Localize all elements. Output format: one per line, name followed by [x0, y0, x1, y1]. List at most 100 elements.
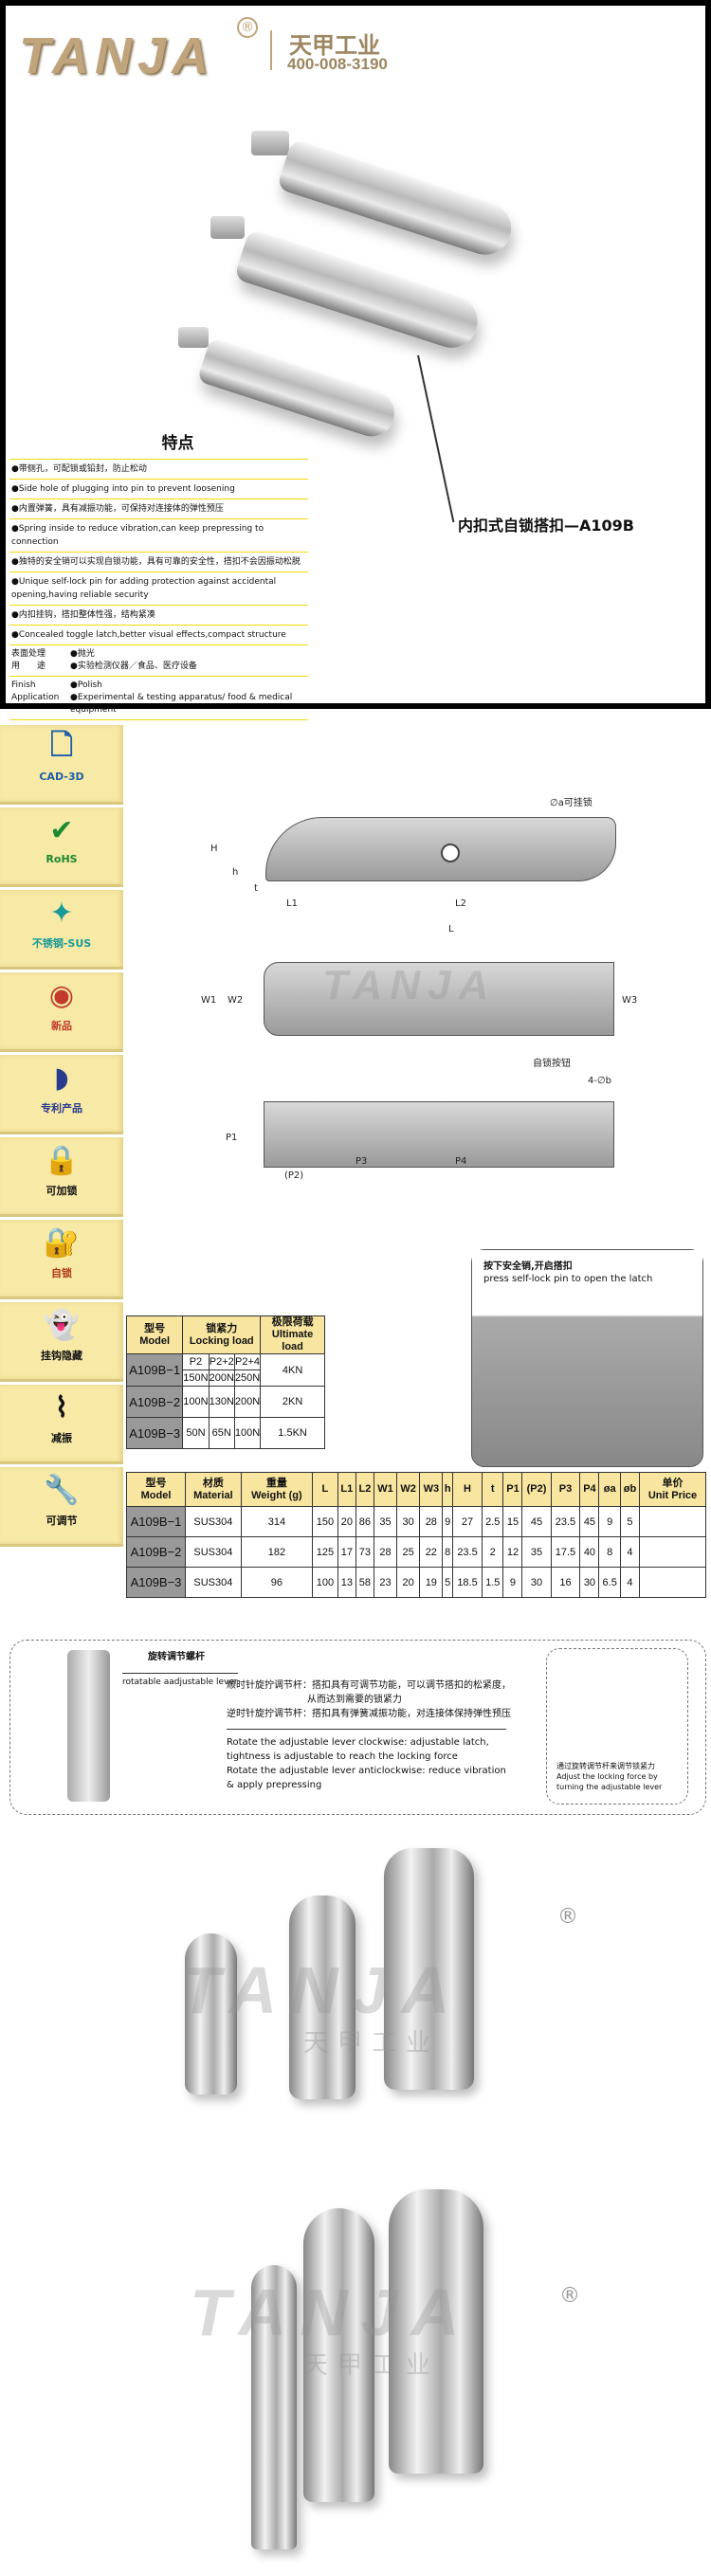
sidebar-item-label: 专利产品 — [41, 1102, 82, 1115]
watermark: TANJA — [180, 1953, 464, 2027]
self-lock-en: press self-lock pin to open the latch — [472, 1274, 702, 1284]
dim-P3: P3 — [356, 1156, 368, 1167]
dim-L: L — [448, 924, 454, 934]
spec-header: H — [452, 1472, 483, 1507]
brand-logo: TANJA — [19, 27, 215, 84]
sidebar-item-5[interactable]: 🔒可加锁 — [0, 1137, 123, 1217]
lever-label-en: rotatable aadjustable lever — [122, 1673, 238, 1687]
watermark-cn: 天甲工业 — [303, 2029, 441, 2058]
features-heading: 特点 — [161, 434, 194, 453]
sidebar-item-7[interactable]: 👻挂钩隐藏 — [0, 1302, 123, 1382]
spec-header: W2 — [396, 1472, 421, 1507]
sidebar-item-label: 新品 — [51, 1020, 72, 1032]
keeper-image — [251, 131, 289, 155]
finish-cn-label: 表面处理 — [11, 649, 46, 659]
watermark-cn: 天甲工业 — [303, 2351, 441, 2380]
feature-item: ●独特的安全销可以实现自锁功能，具有可靠的安全性，搭扣不会因振动松脱 — [9, 552, 308, 571]
watermark: TANJA — [190, 2276, 473, 2349]
features-list: 特点 ●带侧孔，可配锁或铅封，防止松动 ●Side hole of pluggi… — [9, 429, 308, 720]
latch-photo-side — [389, 2189, 483, 2474]
dim-P2: (P2) — [284, 1170, 304, 1181]
sidebar-item-3[interactable]: ◉新品 — [0, 972, 123, 1052]
latch-photo — [289, 1896, 356, 2099]
dim-H: H — [210, 844, 218, 854]
spec-header: P3 — [550, 1472, 581, 1507]
drawing-watermark: TANJA — [322, 962, 497, 1008]
dim-h: h — [232, 867, 239, 878]
sidebar-item-label: 减振 — [51, 1432, 72, 1444]
app-cn-label: 用 途 — [11, 662, 46, 671]
app-cn-value: ●实验检测仪器／食品、医疗设备 — [70, 662, 197, 671]
dim-P1: P1 — [226, 1133, 238, 1143]
dim-L2: L2 — [455, 898, 466, 909]
sidebar-item-label: CAD-3D — [39, 771, 84, 783]
sidebar-item-label: RoHS — [46, 853, 78, 865]
finish-cn: 表面处理 ●抛光 用 途 ●实验检测仪器／食品、医疗设备 — [9, 644, 308, 676]
sidebar-item-0[interactable]: 🗋 CAD-3D — [0, 725, 123, 805]
top-view — [264, 962, 614, 1036]
spec-header: W1 — [373, 1472, 398, 1507]
dim-P4: P4 — [455, 1156, 467, 1167]
adjustment-panel: 旋转调节螺杆 rotatable aadjustable lever 顺时针旋拧… — [9, 1640, 706, 1815]
sidebar-item-label: 自锁 — [51, 1267, 72, 1279]
self-lock-button-label: 自锁按钮 — [533, 1059, 571, 1069]
product-title: 内扣式自锁搭扣—A109B — [458, 517, 634, 535]
spec-header: øb — [619, 1472, 641, 1507]
adjustable-lever-image — [67, 1650, 110, 1802]
keeper-image — [178, 327, 209, 348]
spec-header: P1 — [502, 1472, 523, 1507]
sidebar-item-8[interactable]: ⌇减振 — [0, 1385, 123, 1464]
latch-photo — [185, 1933, 237, 2095]
sidebar-item-6[interactable]: 🔐 自锁 — [0, 1220, 123, 1299]
adjust-desc-en: Rotate the adjustable lever clockwise: a… — [227, 1737, 506, 1790]
divider — [270, 30, 272, 70]
latch-photo-side — [251, 2265, 297, 2549]
watermark-reg: ® — [559, 2284, 580, 2308]
latch-photo-side — [303, 2208, 374, 2502]
model-cell: A109B−1 — [125, 1353, 184, 1387]
feature-item: ●Concealed toggle latch,better visual ef… — [9, 625, 308, 644]
spec-header: P4 — [579, 1472, 600, 1507]
self-lock-icon: 🔐 — [44, 1225, 80, 1260]
adjust-desc-cn: 顺时针旋拧调节杆：搭扣具有可调节功能，可以调节搭扣的松紧度，从而达到需要的锁紧力… — [227, 1680, 511, 1719]
app-label: Application — [11, 693, 60, 702]
sidebar-item-4[interactable]: ◗ 专利产品 — [0, 1055, 123, 1134]
spec-header: W3 — [419, 1472, 444, 1507]
spec-header: L1 — [337, 1472, 356, 1507]
dim-W1: W1 — [201, 995, 217, 1006]
feature-item: ●内置弹簧，具有减振功能，可保持对连接体的弹性预压 — [9, 499, 308, 518]
sidebar-item-1[interactable]: ✔RoHS — [0, 807, 123, 887]
spec-header: t — [481, 1472, 504, 1507]
finish-cn-value: ●抛光 — [70, 649, 95, 659]
file-icon: 🗋 — [49, 728, 74, 762]
ultimate-cell: 4KN — [260, 1353, 325, 1387]
watermark-reg: ® — [557, 1905, 578, 1929]
dim-b: 4-∅b — [588, 1076, 612, 1086]
sidebar-item-9[interactable]: 🔧可调节 — [0, 1467, 123, 1547]
feature-item: ●Spring inside to reduce vibration,can k… — [9, 518, 308, 552]
technical-drawing: ∅a可挂锁 H h t L1 L2 L TANJA W1 W2 W3 自锁按钮 … — [180, 758, 645, 1185]
sidebar-item-2[interactable]: ✦不锈钢-SUS — [0, 890, 123, 970]
phone-number: 400-008-3190 — [287, 55, 388, 73]
feature-item: ●内扣挂钩，搭扣整体性强，结构紧凑 — [9, 605, 308, 625]
feature-item: ●Side hole of plugging into pin to preve… — [9, 479, 308, 499]
wrench-icon: 🔧 — [44, 1473, 80, 1507]
self-lock-illustration: 按下安全销,开启搭扣 press self-lock pin to open t… — [471, 1249, 703, 1467]
spec-header: (P2) — [521, 1472, 552, 1507]
padlock-icon: 🔒 — [44, 1143, 80, 1177]
lever-label-cn: 旋转调节螺杆 — [148, 1652, 205, 1662]
patent-icon: ◗ — [54, 1061, 69, 1095]
keeper-image — [210, 216, 245, 239]
